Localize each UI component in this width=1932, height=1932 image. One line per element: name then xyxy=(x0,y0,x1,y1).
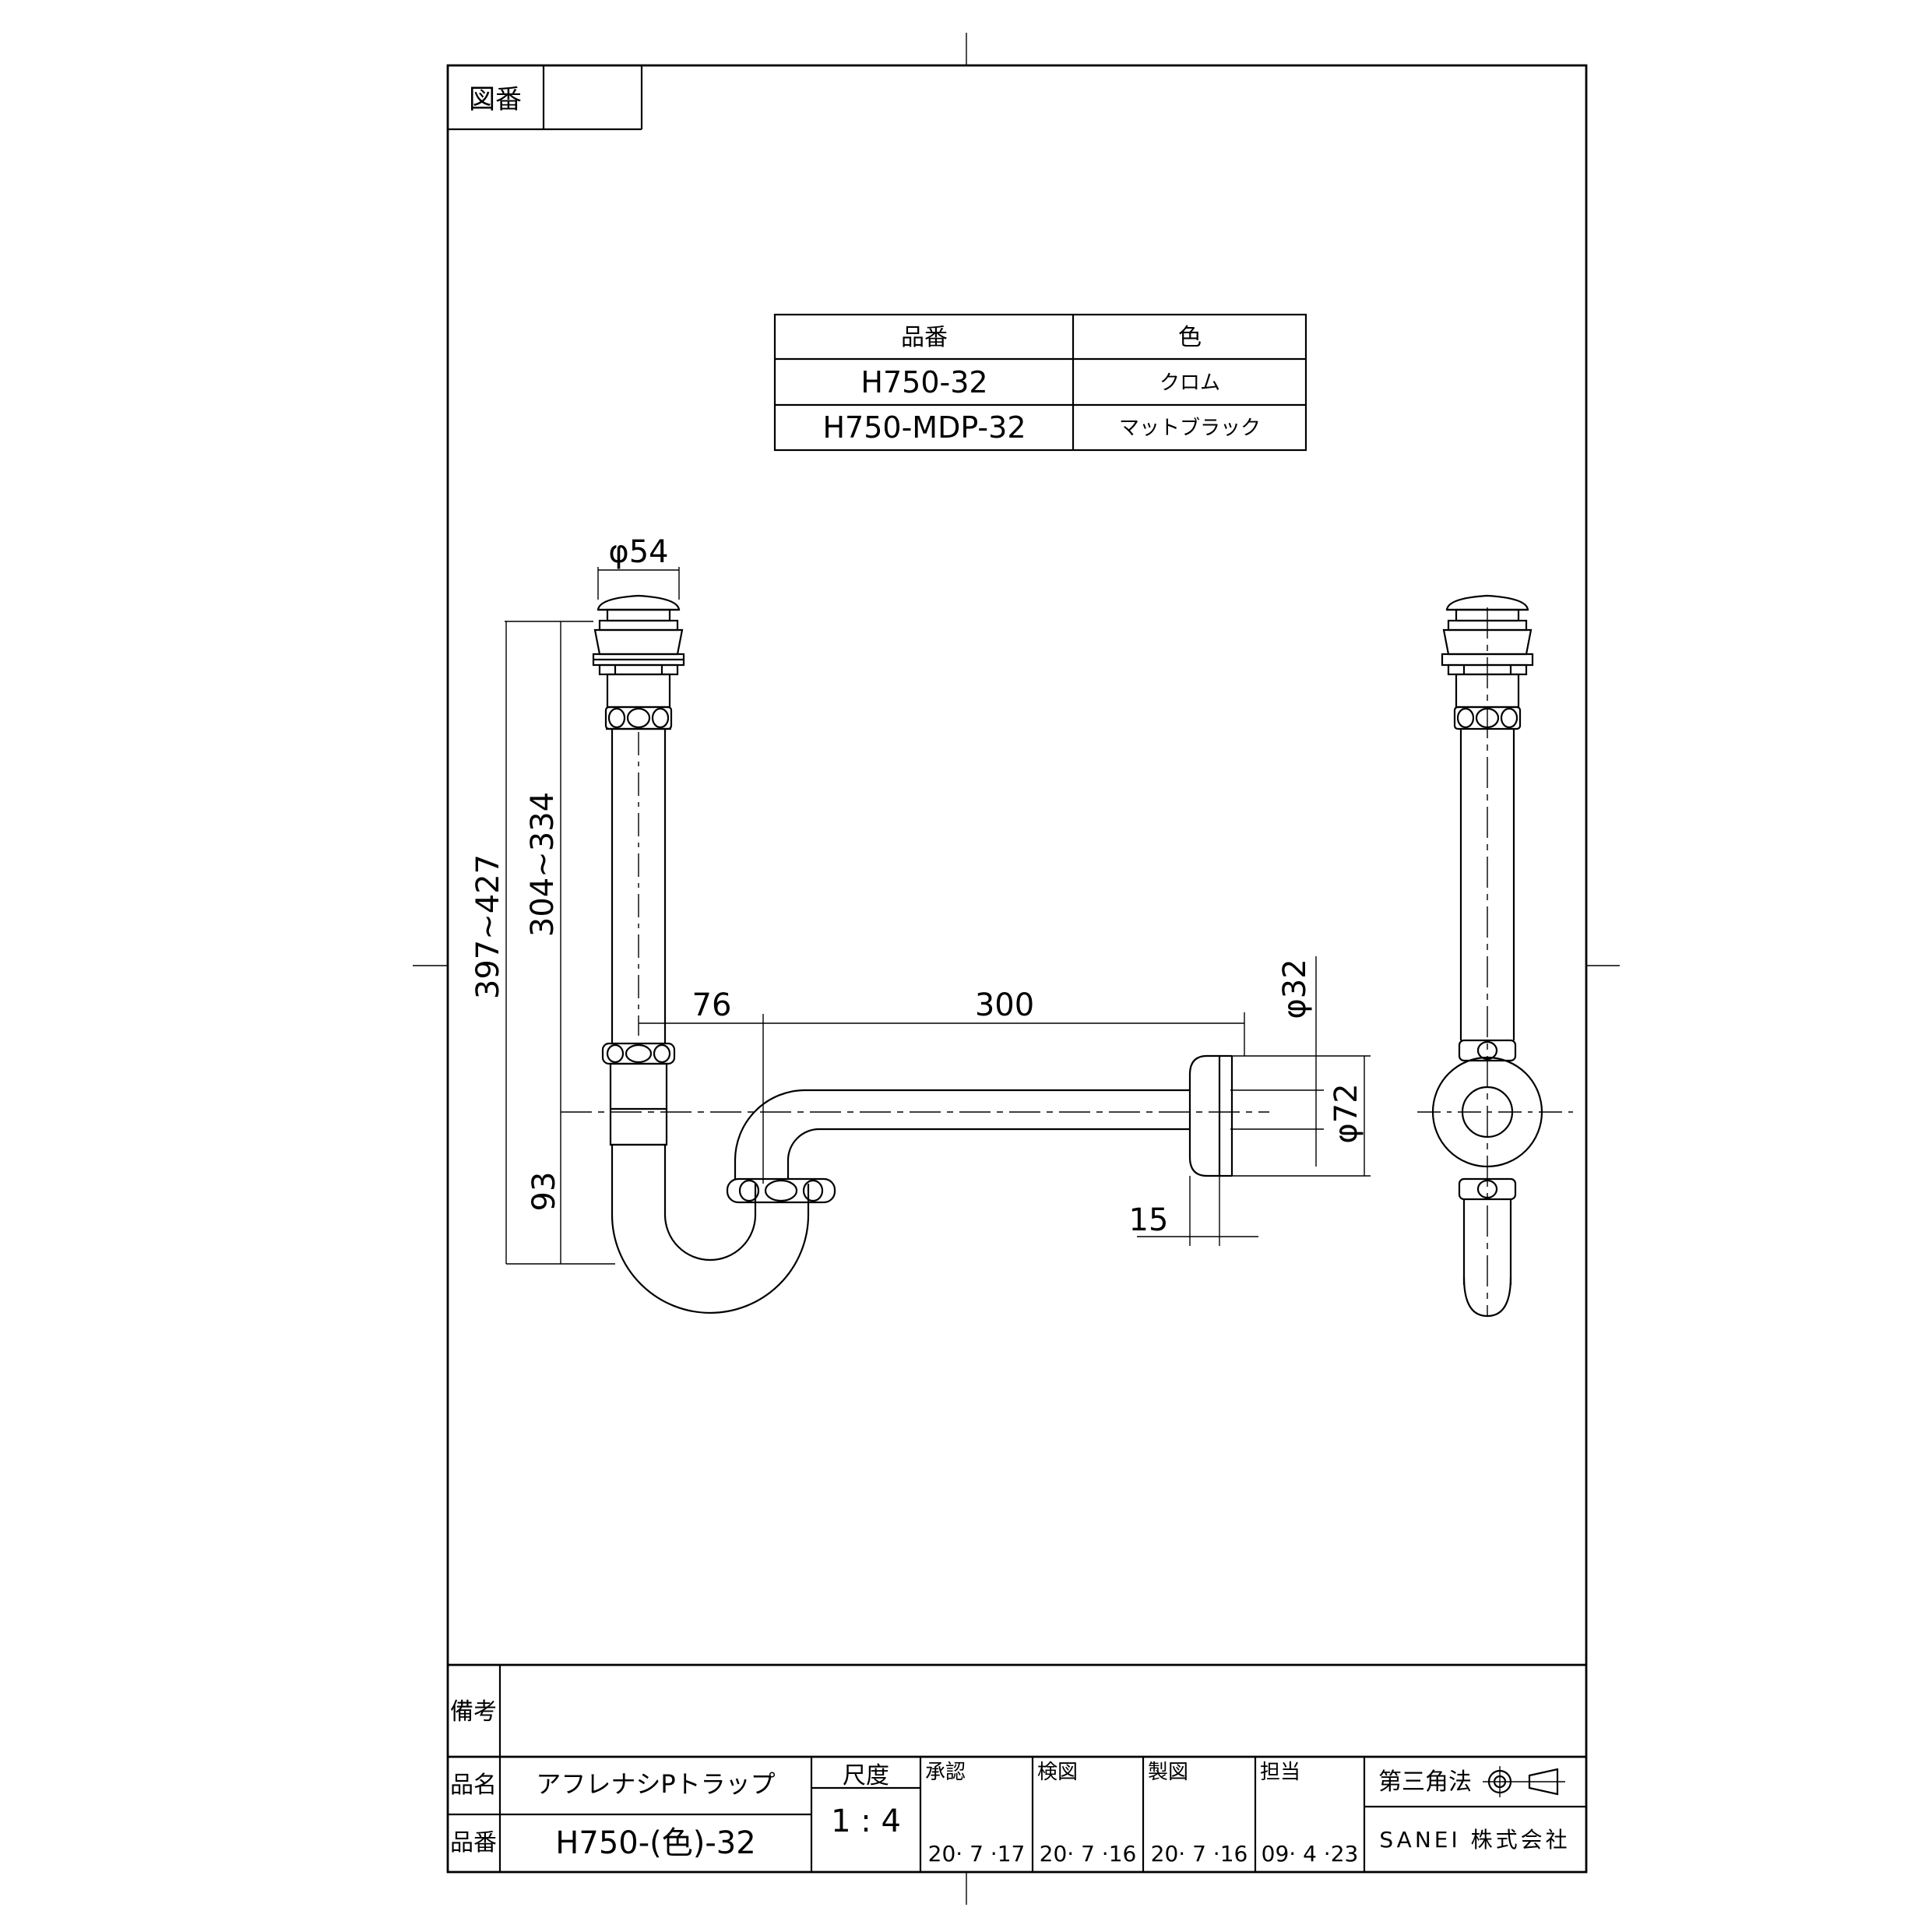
scale-value: 1 : 4 xyxy=(831,1804,901,1839)
table-cell-part-1: H750-32 xyxy=(860,365,987,399)
table-cell-color-2: マットブラック xyxy=(1119,417,1261,440)
drawing-number-box: 図番 xyxy=(448,65,643,131)
table-header-part: 品番 xyxy=(901,324,948,351)
check-date: 20· 7 ·16 xyxy=(1040,1841,1137,1867)
approval-label: 承認 xyxy=(925,1761,966,1784)
dim-76: 76 xyxy=(692,987,732,1023)
dimension-lines xyxy=(505,567,1371,1265)
check-label: 検図 xyxy=(1037,1761,1078,1784)
side-view xyxy=(1417,594,1573,1318)
projection-label: 第三角法 xyxy=(1378,1768,1472,1796)
dim-15: 15 xyxy=(1129,1202,1169,1238)
remarks-label: 備考 xyxy=(450,1698,497,1726)
dim-h397: 397~427 xyxy=(470,854,506,999)
dim-93: 93 xyxy=(526,1172,562,1212)
charge-date: 09· 4 ·23 xyxy=(1262,1841,1359,1867)
dim-h304: 304~334 xyxy=(525,792,561,937)
dimension-text: φ54 397~427 304~334 76 300 φ32 φ72 93 15 xyxy=(470,534,1364,1238)
charge-label: 担当 xyxy=(1260,1761,1300,1784)
table-header-color: 色 xyxy=(1178,324,1202,351)
dim-300: 300 xyxy=(975,987,1034,1023)
approval-date: 20· 7 ·17 xyxy=(928,1841,1026,1867)
dim-d72: φ72 xyxy=(1328,1083,1364,1143)
part-label: 品番 xyxy=(450,1829,497,1856)
dim-d32: φ32 xyxy=(1277,959,1313,1019)
variant-table: 品番 色 H750-32 クロム H750-MDP-32 マットブラック xyxy=(773,313,1307,452)
drawing-no-label: 図番 xyxy=(469,84,522,115)
part-value: H750-(色)-32 xyxy=(555,1825,755,1861)
title-block: 備考 品名 アフレナシPトラップ 品番 H750-(色)-32 尺度 1 : 4… xyxy=(448,1663,1586,1872)
third-angle-projection-icon xyxy=(1483,1766,1565,1797)
dim-d54: φ54 xyxy=(608,534,668,570)
sheet-frame xyxy=(446,64,1588,1874)
scale-label: 尺度 xyxy=(843,1762,889,1789)
table-cell-color-1: クロム xyxy=(1160,371,1220,395)
center-marks xyxy=(413,33,1620,1905)
name-label: 品名 xyxy=(450,1772,497,1799)
name-value: アフレナシPトラップ xyxy=(536,1769,775,1799)
drawn-label: 製図 xyxy=(1148,1761,1188,1784)
table-cell-part-2: H750-MDP-32 xyxy=(822,410,1026,445)
front-view xyxy=(561,594,1269,1314)
drawn-date: 20· 7 ·16 xyxy=(1151,1841,1248,1867)
company-name: SANEI 株式会社 xyxy=(1379,1827,1570,1853)
